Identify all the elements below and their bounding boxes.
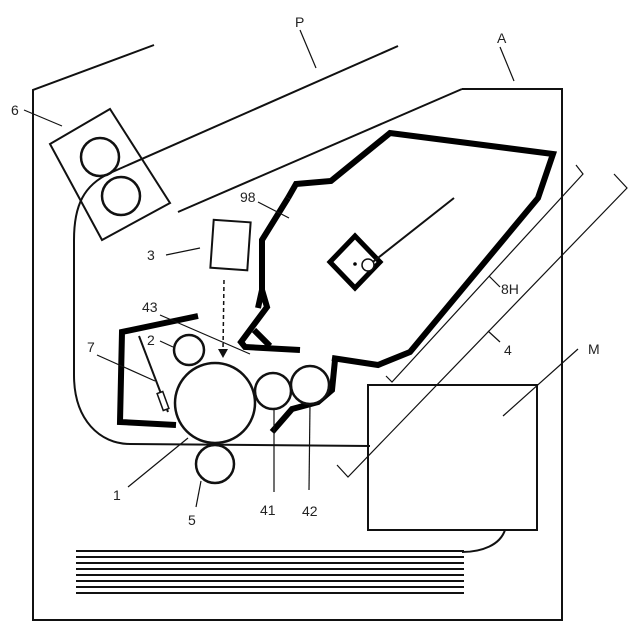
leader-lines — [24, 30, 578, 507]
label-3: 3 — [147, 247, 155, 263]
paper-stack — [76, 551, 464, 593]
label-5: 5 — [188, 512, 196, 528]
label-8h: 8H — [501, 281, 519, 297]
agitator-hub — [362, 259, 374, 271]
label-98: 98 — [240, 189, 256, 205]
label-43: 43 — [142, 299, 158, 315]
fuser-unit — [50, 109, 170, 240]
supply-roller — [291, 366, 329, 404]
photosensitive-drum — [175, 363, 255, 443]
label-4: 4 — [504, 342, 512, 358]
label-2: 2 — [147, 332, 155, 348]
label-m: M — [588, 341, 600, 357]
agitator-shaft — [353, 262, 357, 266]
laser-beam — [223, 280, 224, 350]
label-7: 7 — [87, 339, 95, 355]
label-a: A — [497, 30, 507, 46]
label-6: 6 — [11, 102, 19, 118]
developing-roller — [255, 373, 291, 409]
labels: P A 6 98 3 43 2 7 8H 4 M 1 5 41 42 — [11, 14, 600, 528]
exposure-unit — [210, 220, 250, 270]
label-1: 1 — [113, 487, 121, 503]
transfer-roller — [196, 445, 234, 483]
label-42: 42 — [302, 503, 318, 519]
laser-arrow-head — [218, 349, 228, 358]
cleaning-blade — [157, 392, 169, 411]
housing — [33, 45, 562, 620]
bracket-4 — [337, 174, 627, 477]
charging-roller — [174, 335, 204, 365]
label-41: 41 — [260, 502, 276, 518]
control-box — [368, 385, 537, 552]
label-p: P — [295, 14, 304, 30]
